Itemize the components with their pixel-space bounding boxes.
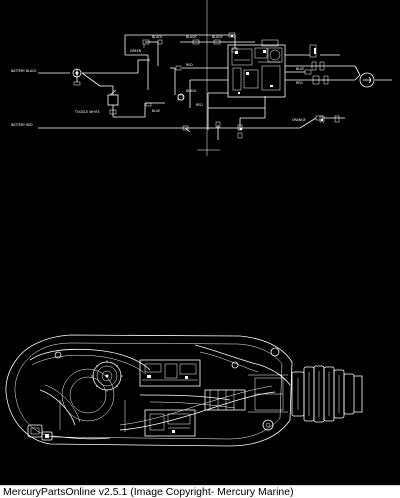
wire-label: TOGGLE WHITE xyxy=(74,110,100,114)
wire-label: BLACK xyxy=(186,35,197,39)
wire-label: BLACK xyxy=(212,35,223,39)
parts-diagram-image: BATTERY BLACK BATTERY RED BLACK BLACK BL… xyxy=(5,0,392,447)
wiring-schematic: BATTERY BLACK BATTERY RED BLACK BLACK BL… xyxy=(11,0,392,156)
wire-label: BLUE xyxy=(152,109,160,113)
wire-label: ORANGE xyxy=(292,118,306,122)
wire-label: BLACK xyxy=(152,35,163,39)
wire-label: BLUE xyxy=(296,67,304,71)
wire-label: GREEN xyxy=(130,49,142,53)
motor-head-assembly xyxy=(5,334,363,447)
wire-label: RED xyxy=(296,81,303,85)
wire-label: BATTERY RED xyxy=(11,123,33,127)
wire-label: RED xyxy=(186,63,193,67)
copyright-caption: MercuryPartsOnline v2.5.1 (Image Copyrig… xyxy=(3,486,294,498)
image-caption-bar: MercuryPartsOnline v2.5.1 (Image Copyrig… xyxy=(0,485,400,498)
wire-label: BATTERY BLACK xyxy=(11,69,37,73)
wire-label: BLACK xyxy=(186,89,197,93)
wire-label: RED xyxy=(196,103,203,107)
